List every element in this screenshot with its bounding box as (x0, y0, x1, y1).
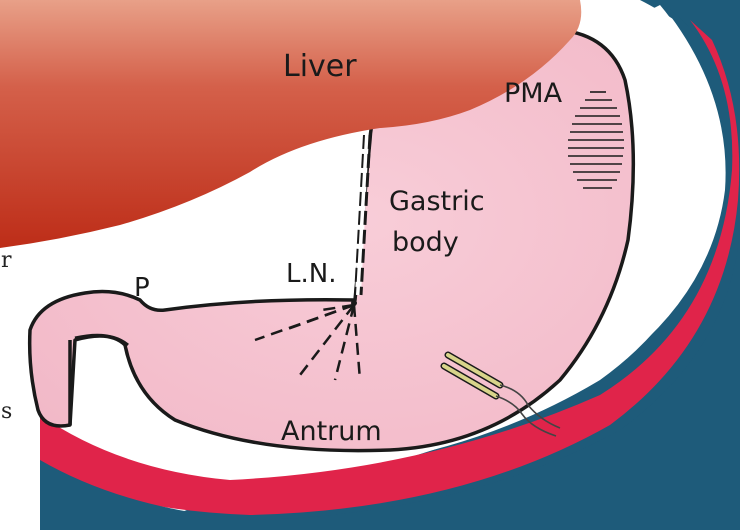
label-body: body (392, 227, 459, 258)
label-pma: PMA (504, 78, 563, 109)
label-gastric: Gastric (389, 186, 485, 217)
label-antrum: Antrum (281, 416, 382, 447)
label-pylorus: P (134, 273, 150, 303)
edge-text-fragment-bottom: s (1, 399, 12, 424)
edge-text-fragment-top: r (1, 248, 12, 273)
label-lymph-node: L.N. (286, 259, 336, 289)
label-liver: Liver (283, 49, 357, 84)
lymph-node-dot (351, 300, 357, 306)
